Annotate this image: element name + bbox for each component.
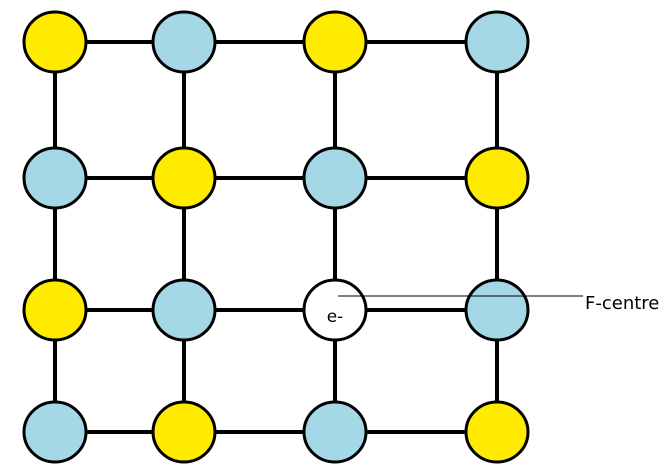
yellow-ion [464, 146, 530, 210]
yellow-ion [22, 278, 88, 342]
blue-ion [464, 278, 530, 342]
f-centre-label: F-centre [585, 293, 659, 314]
blue-ion [22, 400, 88, 464]
yellow-ion [151, 146, 217, 210]
lattice-ions [22, 10, 530, 464]
lattice-bonds [53, 40, 499, 434]
electron-label: e- [327, 307, 344, 327]
anion-vacancy [302, 278, 368, 342]
blue-ion [302, 400, 368, 464]
blue-ion [151, 10, 217, 74]
blue-ion [302, 146, 368, 210]
blue-ion [151, 278, 217, 342]
blue-ion [22, 146, 88, 210]
yellow-ion [22, 10, 88, 74]
yellow-ion [151, 400, 217, 464]
blue-ion [464, 10, 530, 74]
yellow-ion [302, 10, 368, 74]
yellow-ion [464, 400, 530, 464]
